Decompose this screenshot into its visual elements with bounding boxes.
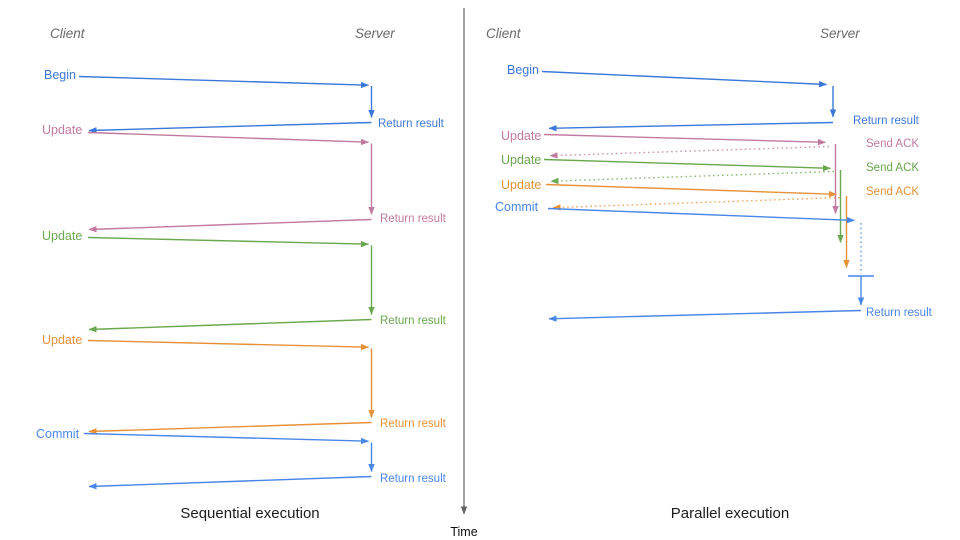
par-update3-ack-line: [552, 196, 841, 211]
seq-begin-label: Begin: [44, 68, 76, 82]
seq-commit-request-line: [83, 432, 369, 445]
par-begin-response-label: Return result: [853, 115, 920, 127]
par-update3-request-line: [545, 183, 837, 198]
par-client-header: Client: [486, 26, 522, 41]
par-update3-label: Update: [501, 178, 541, 192]
par-server-header: Server: [820, 26, 860, 41]
par-update2-ack-label: Send ACK: [866, 162, 919, 174]
par-update2-label: Update: [501, 153, 541, 167]
seq-begin-response-label: Return result: [378, 118, 445, 130]
par-op-commit: Commit Return result: [495, 200, 933, 322]
par-commit-response-line: [548, 309, 862, 322]
parallel-panel: Client Server Begin Return result Update…: [486, 26, 933, 522]
time-axis-label: Time: [450, 525, 477, 539]
par-op-update-3: Update Send ACK: [501, 178, 919, 268]
par-update1-ack-label: Send ACK: [866, 138, 919, 150]
seq-server-header: Server: [355, 26, 395, 41]
par-begin-request-line: [541, 70, 827, 88]
par-update3-ack-label: Send ACK: [866, 186, 919, 198]
seq-update1-request-line: [87, 131, 369, 146]
par-op-begin: Begin Return result: [507, 63, 920, 132]
seq-update3-response-line: [88, 421, 372, 435]
seq-commit-response-line: [88, 475, 372, 490]
par-update1-request-line: [543, 133, 826, 146]
seq-begin-request-line: [78, 75, 369, 89]
par-update1-label: Update: [501, 129, 541, 143]
seq-update2-request-line: [87, 236, 369, 248]
seq-update1-response-line: [88, 218, 372, 233]
par-op-update-2: Update Send ACK: [501, 153, 919, 243]
par-commit-request-line: [547, 207, 855, 224]
seq-op-begin: Begin Return result: [44, 68, 445, 134]
par-begin-label: Begin: [507, 63, 539, 77]
seq-update2-response-label: Return result: [380, 315, 447, 327]
seq-op-update-2: Update Return result: [42, 229, 447, 333]
sequential-panel: Client Server Begin Return result Update…: [36, 26, 447, 522]
seq-commit-response-label: Return result: [380, 473, 447, 485]
seq-update3-response-label: Return result: [380, 418, 447, 430]
par-begin-response-line: [548, 121, 834, 132]
sequential-caption: Sequential execution: [180, 505, 319, 522]
seq-update3-label: Update: [42, 333, 82, 347]
par-commit-label: Commit: [495, 200, 539, 214]
par-commit-response-label: Return result: [866, 307, 933, 319]
seq-op-commit: Commit Return result: [36, 427, 447, 490]
seq-client-header: Client: [50, 26, 86, 41]
par-update2-ack-line: [550, 170, 835, 185]
seq-update1-label: Update: [42, 123, 82, 137]
parallel-caption: Parallel execution: [671, 505, 789, 522]
seq-op-update-1: Update Return result: [42, 123, 447, 233]
seq-op-update-3: Update Return result: [42, 333, 447, 435]
seq-update2-label: Update: [42, 229, 82, 243]
seq-update3-request-line: [87, 339, 369, 351]
seq-begin-response-line: [88, 121, 372, 134]
seq-update1-response-label: Return result: [380, 213, 447, 225]
par-op-update-1: Update Send ACK: [501, 129, 919, 214]
time-axis: Time: [450, 8, 478, 539]
par-update1-ack-line: [549, 145, 830, 159]
seq-commit-label: Commit: [36, 427, 80, 441]
seq-update2-response-line: [88, 318, 372, 333]
par-update2-request-line: [543, 158, 831, 172]
